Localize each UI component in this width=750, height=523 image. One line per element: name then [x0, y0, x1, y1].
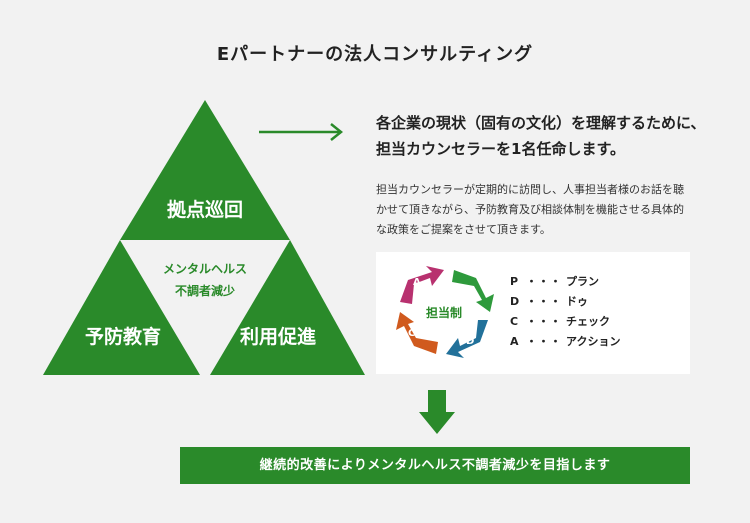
- pdca-box: A P D C 担当制 P・・・プラン D・・・ドゥ C・・・チェック A・・・…: [376, 252, 690, 374]
- headline-line1: 各企業の現状（固有の文化）を理解するために、: [376, 114, 706, 132]
- triangle-bottom-right: [210, 240, 365, 375]
- pdca-letter-d: D: [466, 336, 474, 347]
- pdca-arrow-p: P: [452, 270, 494, 312]
- pdca-center-label: 担当制: [426, 305, 462, 320]
- legend-row-d: D・・・ドゥ: [510, 295, 588, 308]
- pdca-letter-a: A: [413, 277, 421, 288]
- pdca-legend: P・・・プラン D・・・ドゥ C・・・チェック A・・・アクション: [510, 272, 620, 352]
- pdca-arrow-d: D: [446, 320, 488, 358]
- headline-line2: 担当カウンセラーを1名任命します。: [376, 140, 625, 158]
- triangle-diagram: [43, 100, 365, 375]
- page-title: Eパートナーの法人コンサルティング: [216, 44, 534, 65]
- pdca-arrow-a: A: [400, 266, 444, 304]
- legend-row-p: P・・・プラン: [510, 275, 599, 288]
- pdca-arrow-c: C: [396, 312, 438, 354]
- pdca-cycle-diagram: A P D C 担当制: [396, 266, 494, 358]
- pdca-letter-c: C: [408, 328, 415, 339]
- center-label-line2: 不調者減少: [174, 284, 235, 298]
- legend-row-a: A・・・アクション: [510, 335, 621, 348]
- arrow-down-icon: [419, 390, 455, 434]
- bottom-banner: 継続的改善によりメンタルヘルス不調者減少を目指します: [180, 447, 690, 484]
- arrow-right-icon: [259, 123, 344, 141]
- triangle-bottom-left: [43, 240, 200, 375]
- center-label-line1: メンタルヘルス: [162, 262, 247, 276]
- legend-row-c: C・・・チェック: [510, 315, 610, 328]
- triangle-top: [120, 100, 290, 240]
- triangle-label-bottom-left: 予防教育: [84, 326, 161, 348]
- headline: 各企業の現状（固有の文化）を理解するために、 担当カウンセラーを1名任命します。: [376, 110, 716, 162]
- triangle-label-bottom-right: 利用促進: [239, 326, 316, 348]
- triangle-center-label: メンタルヘルス 不調者減少: [150, 258, 260, 302]
- pdca-letter-p: P: [468, 286, 475, 297]
- triangle-label-top: 拠点巡回: [166, 199, 243, 221]
- description: 担当カウンセラーが定期的に訪問し、人事担当者様のお話を聴かせて頂きながら、予防教…: [376, 183, 684, 236]
